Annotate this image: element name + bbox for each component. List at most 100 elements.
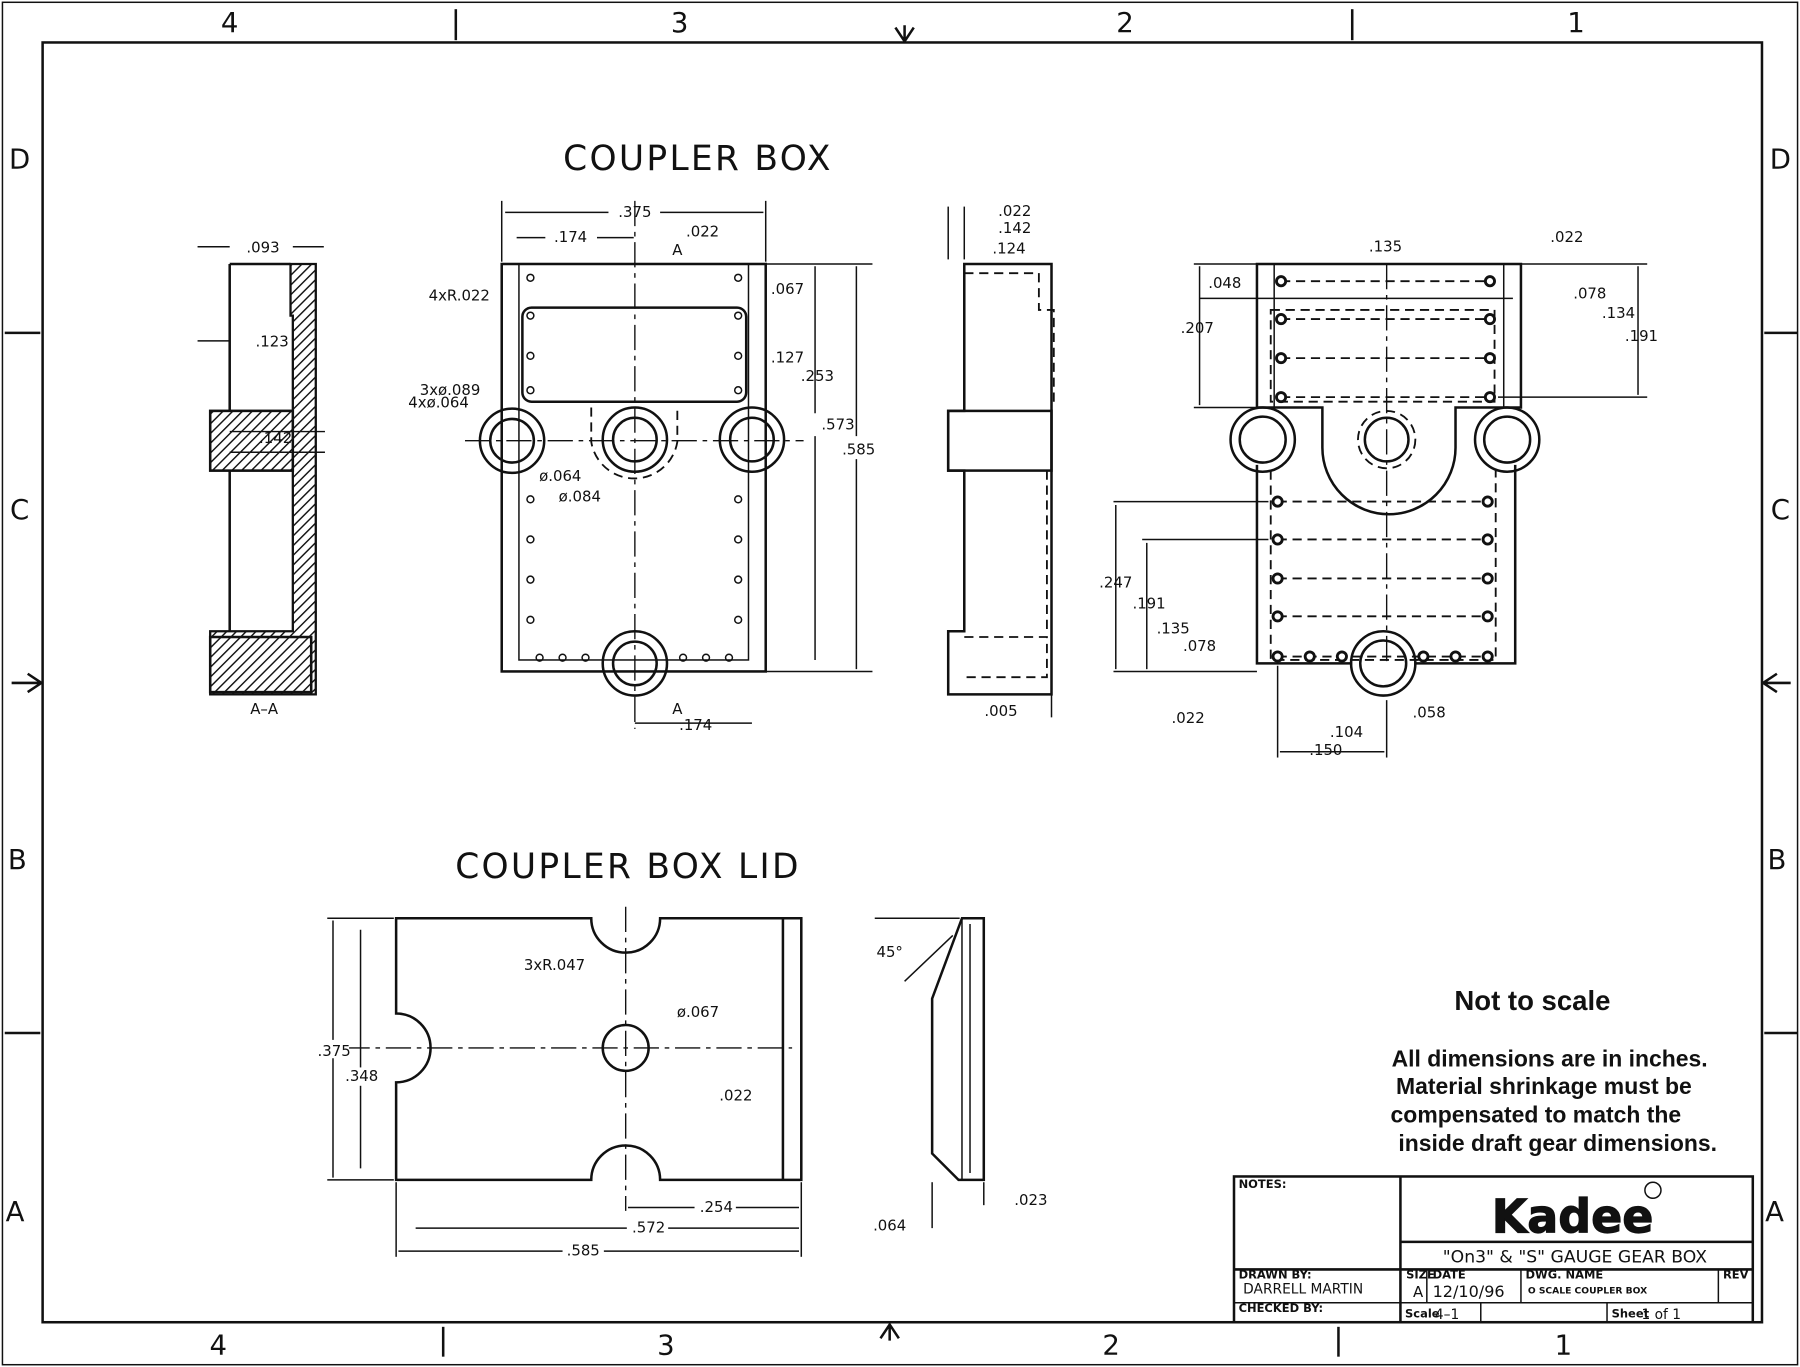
dim-label: .022 — [998, 202, 1031, 220]
dim-label: 4xø.064 — [408, 393, 469, 411]
dim-label: ø.067 — [677, 1003, 719, 1021]
dim-label: .174 — [554, 228, 587, 246]
dim-label: .093 — [246, 239, 279, 257]
zone-right-a: A — [1765, 1196, 1784, 1228]
center-arrow-left-icon — [11, 672, 44, 694]
dim-label: .078 — [1183, 637, 1216, 655]
dim-label: .191 — [1625, 327, 1658, 345]
dim-label: .135 — [1369, 237, 1402, 255]
scale-value: 4–1 — [1435, 1307, 1459, 1323]
dim-label: .253 — [801, 367, 834, 385]
dwg-name-label: DWG. NAME — [1526, 1268, 1604, 1282]
hole-right — [718, 406, 786, 473]
note-line: inside draft gear dimensions. — [1398, 1130, 1717, 1156]
zone-top-3: 3 — [671, 7, 689, 39]
dim-label: .142 — [259, 429, 292, 447]
date-label: DATE — [1433, 1268, 1466, 1282]
zone-bottom-1: 1 — [1555, 1329, 1573, 1361]
dim-label: .142 — [998, 219, 1031, 237]
dim-label: .022 — [686, 222, 719, 240]
dim-label: .572 — [632, 1219, 665, 1237]
coupler-box-lid-title: COUPLER BOX LID — [455, 847, 801, 887]
dim-label: .023 — [1014, 1191, 1047, 1209]
center-arrow-bottom-icon — [879, 1322, 900, 1341]
zone-top-4: 4 — [221, 7, 239, 39]
bottom-view: .135 .022 .048 .078 .134 .207 .191 .247 … — [1099, 228, 1658, 759]
dim-label: .022 — [1171, 709, 1204, 727]
zone-top-1: 1 — [1567, 7, 1585, 39]
dim-label: .127 — [771, 349, 804, 367]
dim-label: .247 — [1099, 574, 1132, 592]
hole-center — [1357, 409, 1417, 470]
drawn-by-label: DRAWN BY: — [1239, 1268, 1312, 1282]
note-line: compensated to match the — [1391, 1102, 1682, 1128]
dim-label: .064 — [873, 1216, 906, 1234]
hole-left — [478, 407, 546, 475]
dim-label: .375 — [618, 203, 651, 221]
dim-label: 4xR.022 — [429, 287, 490, 305]
dim-label: .067 — [771, 280, 804, 298]
hole-left — [1229, 406, 1297, 473]
dim-label: .174 — [679, 716, 712, 734]
dim-label: .254 — [700, 1198, 733, 1216]
zone-left-a: A — [6, 1196, 25, 1228]
not-to-scale-note: Not to scale — [1454, 985, 1610, 1016]
kadee-logo: Kadee — [1492, 1190, 1654, 1244]
section-label: A–A — [250, 700, 279, 718]
drawn-by: DARRELL MARTIN — [1243, 1282, 1363, 1298]
scale-label: Scale — [1405, 1307, 1440, 1321]
dim-label: ø.084 — [559, 488, 601, 506]
dim-label: ø.064 — [539, 467, 581, 485]
dim-label: .375 — [318, 1042, 351, 1060]
dim-label: .207 — [1181, 319, 1214, 337]
registered-mark-icon — [1644, 1181, 1662, 1200]
zone-bottom-3: 3 — [657, 1329, 675, 1361]
dim-label: .348 — [345, 1067, 378, 1085]
section-marker-bottom: A — [672, 700, 683, 718]
dim-label: .005 — [984, 702, 1017, 720]
dim-label: .573 — [821, 415, 854, 433]
dim-label: .585 — [567, 1242, 600, 1260]
dim-label: .134 — [1602, 304, 1635, 322]
zone-top-2: 2 — [1116, 7, 1134, 39]
size-value: A — [1413, 1283, 1424, 1301]
zone-bottom-4: 4 — [209, 1329, 227, 1361]
zone-right-b: B — [1767, 844, 1786, 876]
dim-label: .585 — [842, 441, 875, 459]
drawing-title: "On3" & "S" GAUGE GEAR BOX — [1443, 1248, 1707, 1268]
zone-left-d: D — [9, 144, 30, 176]
dim-label: .078 — [1573, 284, 1606, 302]
rev-label: REV — [1723, 1268, 1749, 1282]
zone-labels: 4 3 2 1 4 3 2 1 D C B A D C B A — [6, 7, 1791, 1361]
notes-label: NOTES: — [1239, 1177, 1287, 1191]
dim-label: .135 — [1157, 620, 1190, 638]
note-line: Material shrinkage must be — [1396, 1073, 1692, 1099]
dwg-name: O SCALE COUPLER BOX — [1528, 1286, 1647, 1297]
dim-label: .104 — [1330, 723, 1363, 741]
title-block: NOTES: Kadee "On3" & "S" GAUGE GEAR BOX … — [1232, 1175, 1755, 1324]
size-label: SIZE — [1406, 1268, 1435, 1282]
dim-label: .150 — [1309, 741, 1342, 759]
dim-label: 45° — [876, 943, 902, 961]
note-line: All dimensions are in inches. — [1392, 1045, 1708, 1071]
date-value: 12/10/96 — [1433, 1282, 1505, 1301]
checked-by-label: CHECKED BY: — [1239, 1301, 1324, 1315]
center-arrow-right-icon — [1760, 672, 1791, 694]
dim-label: .124 — [992, 240, 1025, 258]
dim-label: .022 — [719, 1087, 752, 1105]
dim-label: .022 — [1550, 228, 1583, 246]
section-view-a-a: .093 .123 .142 A–A — [197, 239, 325, 718]
zone-right-c: C — [1771, 494, 1790, 526]
dim-label: .191 — [1132, 594, 1165, 612]
zone-right-d: D — [1770, 144, 1791, 176]
zone-left-b: B — [8, 844, 27, 876]
lid-view: 3xR.047 ø.067 .375 .348 .022 .254 .572 .… — [318, 906, 803, 1261]
dim-label: 3xR.047 — [524, 956, 585, 974]
dim-label: .048 — [1208, 274, 1241, 292]
center-arrow-top-icon — [894, 25, 915, 44]
section-marker-top: A — [672, 241, 683, 259]
zone-bottom-2: 2 — [1102, 1329, 1120, 1361]
sheet-value: 1 of 1 — [1641, 1307, 1681, 1323]
